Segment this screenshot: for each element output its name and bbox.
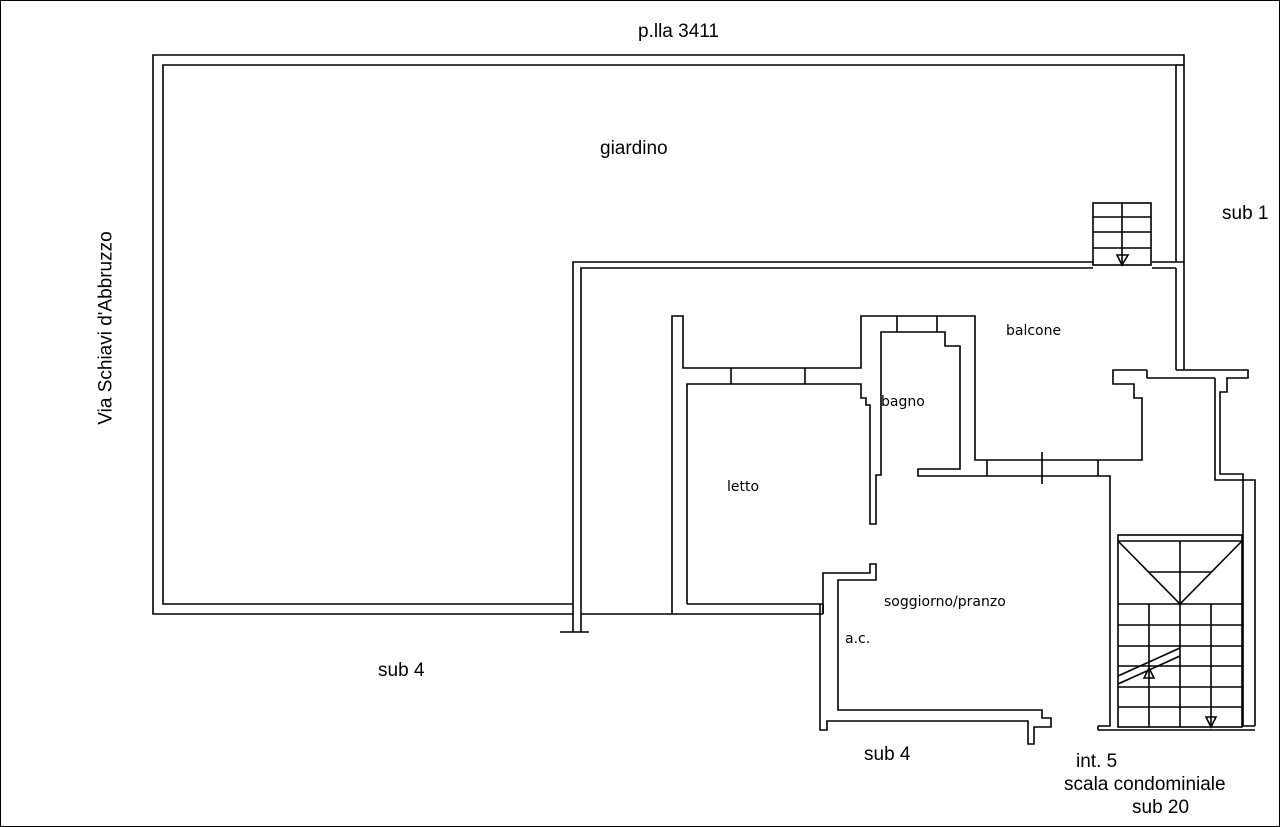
- label-staircase-sub: sub 20: [1132, 797, 1190, 818]
- label-right-sub: sub 1: [1222, 203, 1269, 224]
- label-interior: int. 5: [1076, 751, 1118, 772]
- label-bottom-mid-sub: sub 4: [864, 744, 911, 765]
- building-wall: [560, 261, 1185, 633]
- garden-boundary-wall: [152, 54, 1185, 615]
- label-ac: a.c.: [845, 631, 871, 647]
- label-bathroom: bagno: [881, 394, 925, 410]
- label-balcony: balcone: [1006, 323, 1062, 339]
- label-garden: giardino: [600, 138, 668, 159]
- apartment-walls: [671, 315, 1256, 745]
- condominium-staircase: [1117, 534, 1243, 729]
- label-staircase: scala condominiale: [1064, 774, 1226, 795]
- label-top-parcel: p.lla 3411: [638, 21, 719, 42]
- garden-step-stair: [1092, 202, 1152, 267]
- label-street: Via Schiavi d'Abbruzzo: [95, 231, 117, 425]
- label-bottom-left-sub: sub 4: [378, 660, 425, 681]
- label-living-dining: soggiorno/pranzo: [884, 594, 1006, 610]
- label-bedroom: letto: [727, 479, 760, 495]
